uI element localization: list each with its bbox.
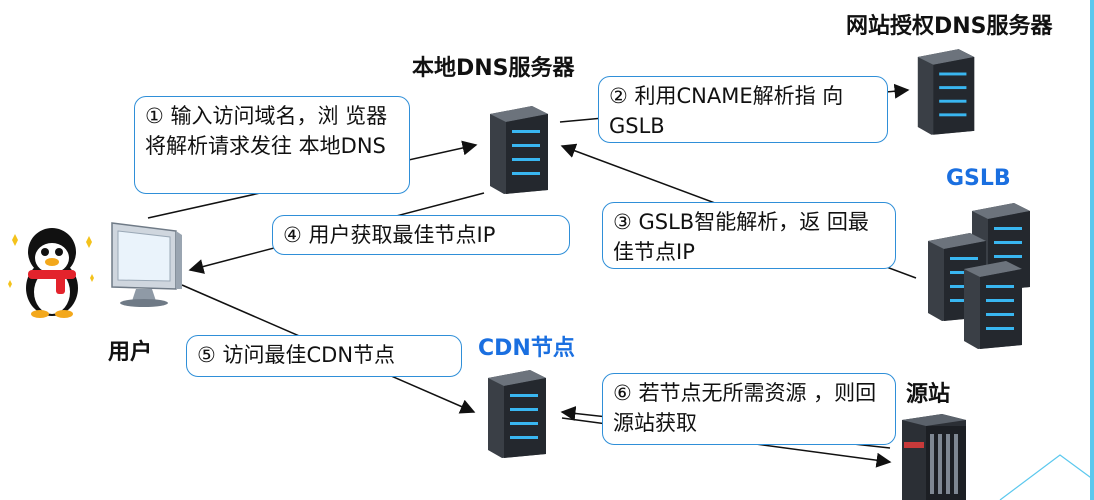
auth-dns-server-icon <box>917 49 975 135</box>
step-5-box: ⑤ 访问最佳CDN节点 <box>186 335 462 377</box>
cdn-node-server-icon <box>488 370 546 458</box>
monitor-icon <box>111 222 182 307</box>
penguin-user-icon <box>8 228 94 318</box>
right-edge-accent <box>1090 0 1094 500</box>
cdn-node-title: CDN节点 <box>478 336 575 361</box>
step-3-box: ③ GSLB智能解析，返 回最佳节点IP <box>602 202 896 269</box>
user-title: 用户 <box>108 340 153 365</box>
local-dns-server-icon <box>490 106 548 194</box>
step-4-box: ④ 用户获取最佳节点IP <box>272 215 570 255</box>
gslb-title: GSLB <box>946 166 1011 191</box>
step-2-box: ② 利用CNAME解析指 向GSLB <box>598 76 888 143</box>
step-6-box: ⑥ 若节点无所需资源 ，则回源站获取 <box>602 373 896 445</box>
origin-title: 源站 <box>906 382 951 407</box>
gslb-server-icon-front <box>964 261 1022 349</box>
auth-dns-title: 网站授权DNS服务器 <box>846 14 1053 39</box>
local-dns-title: 本地DNS服务器 <box>412 56 575 81</box>
corner-decoration <box>999 454 1094 500</box>
step-1-box: ① 输入访问域名，浏 览器将解析请求发往 本地DNS <box>134 96 410 194</box>
origin-server-icon <box>902 414 966 500</box>
